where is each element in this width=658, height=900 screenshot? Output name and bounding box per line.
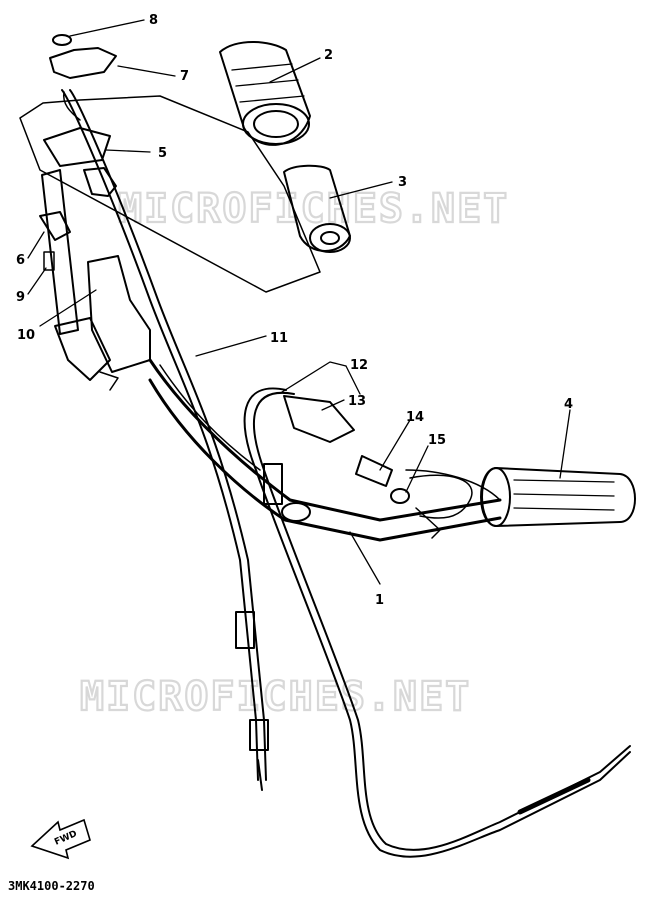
right-grip (480, 467, 636, 527)
watermark-top: MICROFICHES.NET (118, 186, 509, 232)
throttle-tube (283, 164, 351, 253)
throttle-housing (43, 34, 117, 197)
watermark-bottom: MICROFICHES.NET (80, 674, 471, 720)
callouts: 8 2 7 5 3 6 9 10 11 12 13 14 4 15 1 (16, 13, 573, 608)
callout-14: 14 (406, 410, 424, 425)
part-code: 3MK4100-2270 (8, 879, 95, 893)
clutch-cable (243, 387, 631, 858)
assembly-boundary (19, 95, 321, 293)
callout-11: 11 (270, 331, 288, 346)
leader-lines (27, 19, 571, 585)
callout-13: 13 (348, 394, 366, 409)
callout-12: 12 (350, 358, 368, 373)
fwd-arrow: FWD (30, 818, 91, 860)
callout-15: 15 (428, 433, 446, 448)
callout-9: 9 (16, 290, 25, 305)
handlebar (148, 358, 502, 542)
callout-4: 4 (564, 397, 573, 412)
callout-1: 1 (375, 593, 384, 608)
throttle-grip (219, 41, 311, 146)
callout-7: 7 (180, 69, 189, 84)
left-housing (39, 169, 151, 391)
callout-10: 10 (17, 328, 35, 343)
callout-5: 5 (158, 146, 167, 161)
throttle-cable (61, 89, 269, 791)
callout-3: 3 (398, 175, 407, 190)
callout-8: 8 (149, 13, 158, 28)
lever-assembly (283, 395, 473, 539)
callout-2: 2 (324, 48, 333, 63)
callout-6: 6 (16, 253, 25, 268)
